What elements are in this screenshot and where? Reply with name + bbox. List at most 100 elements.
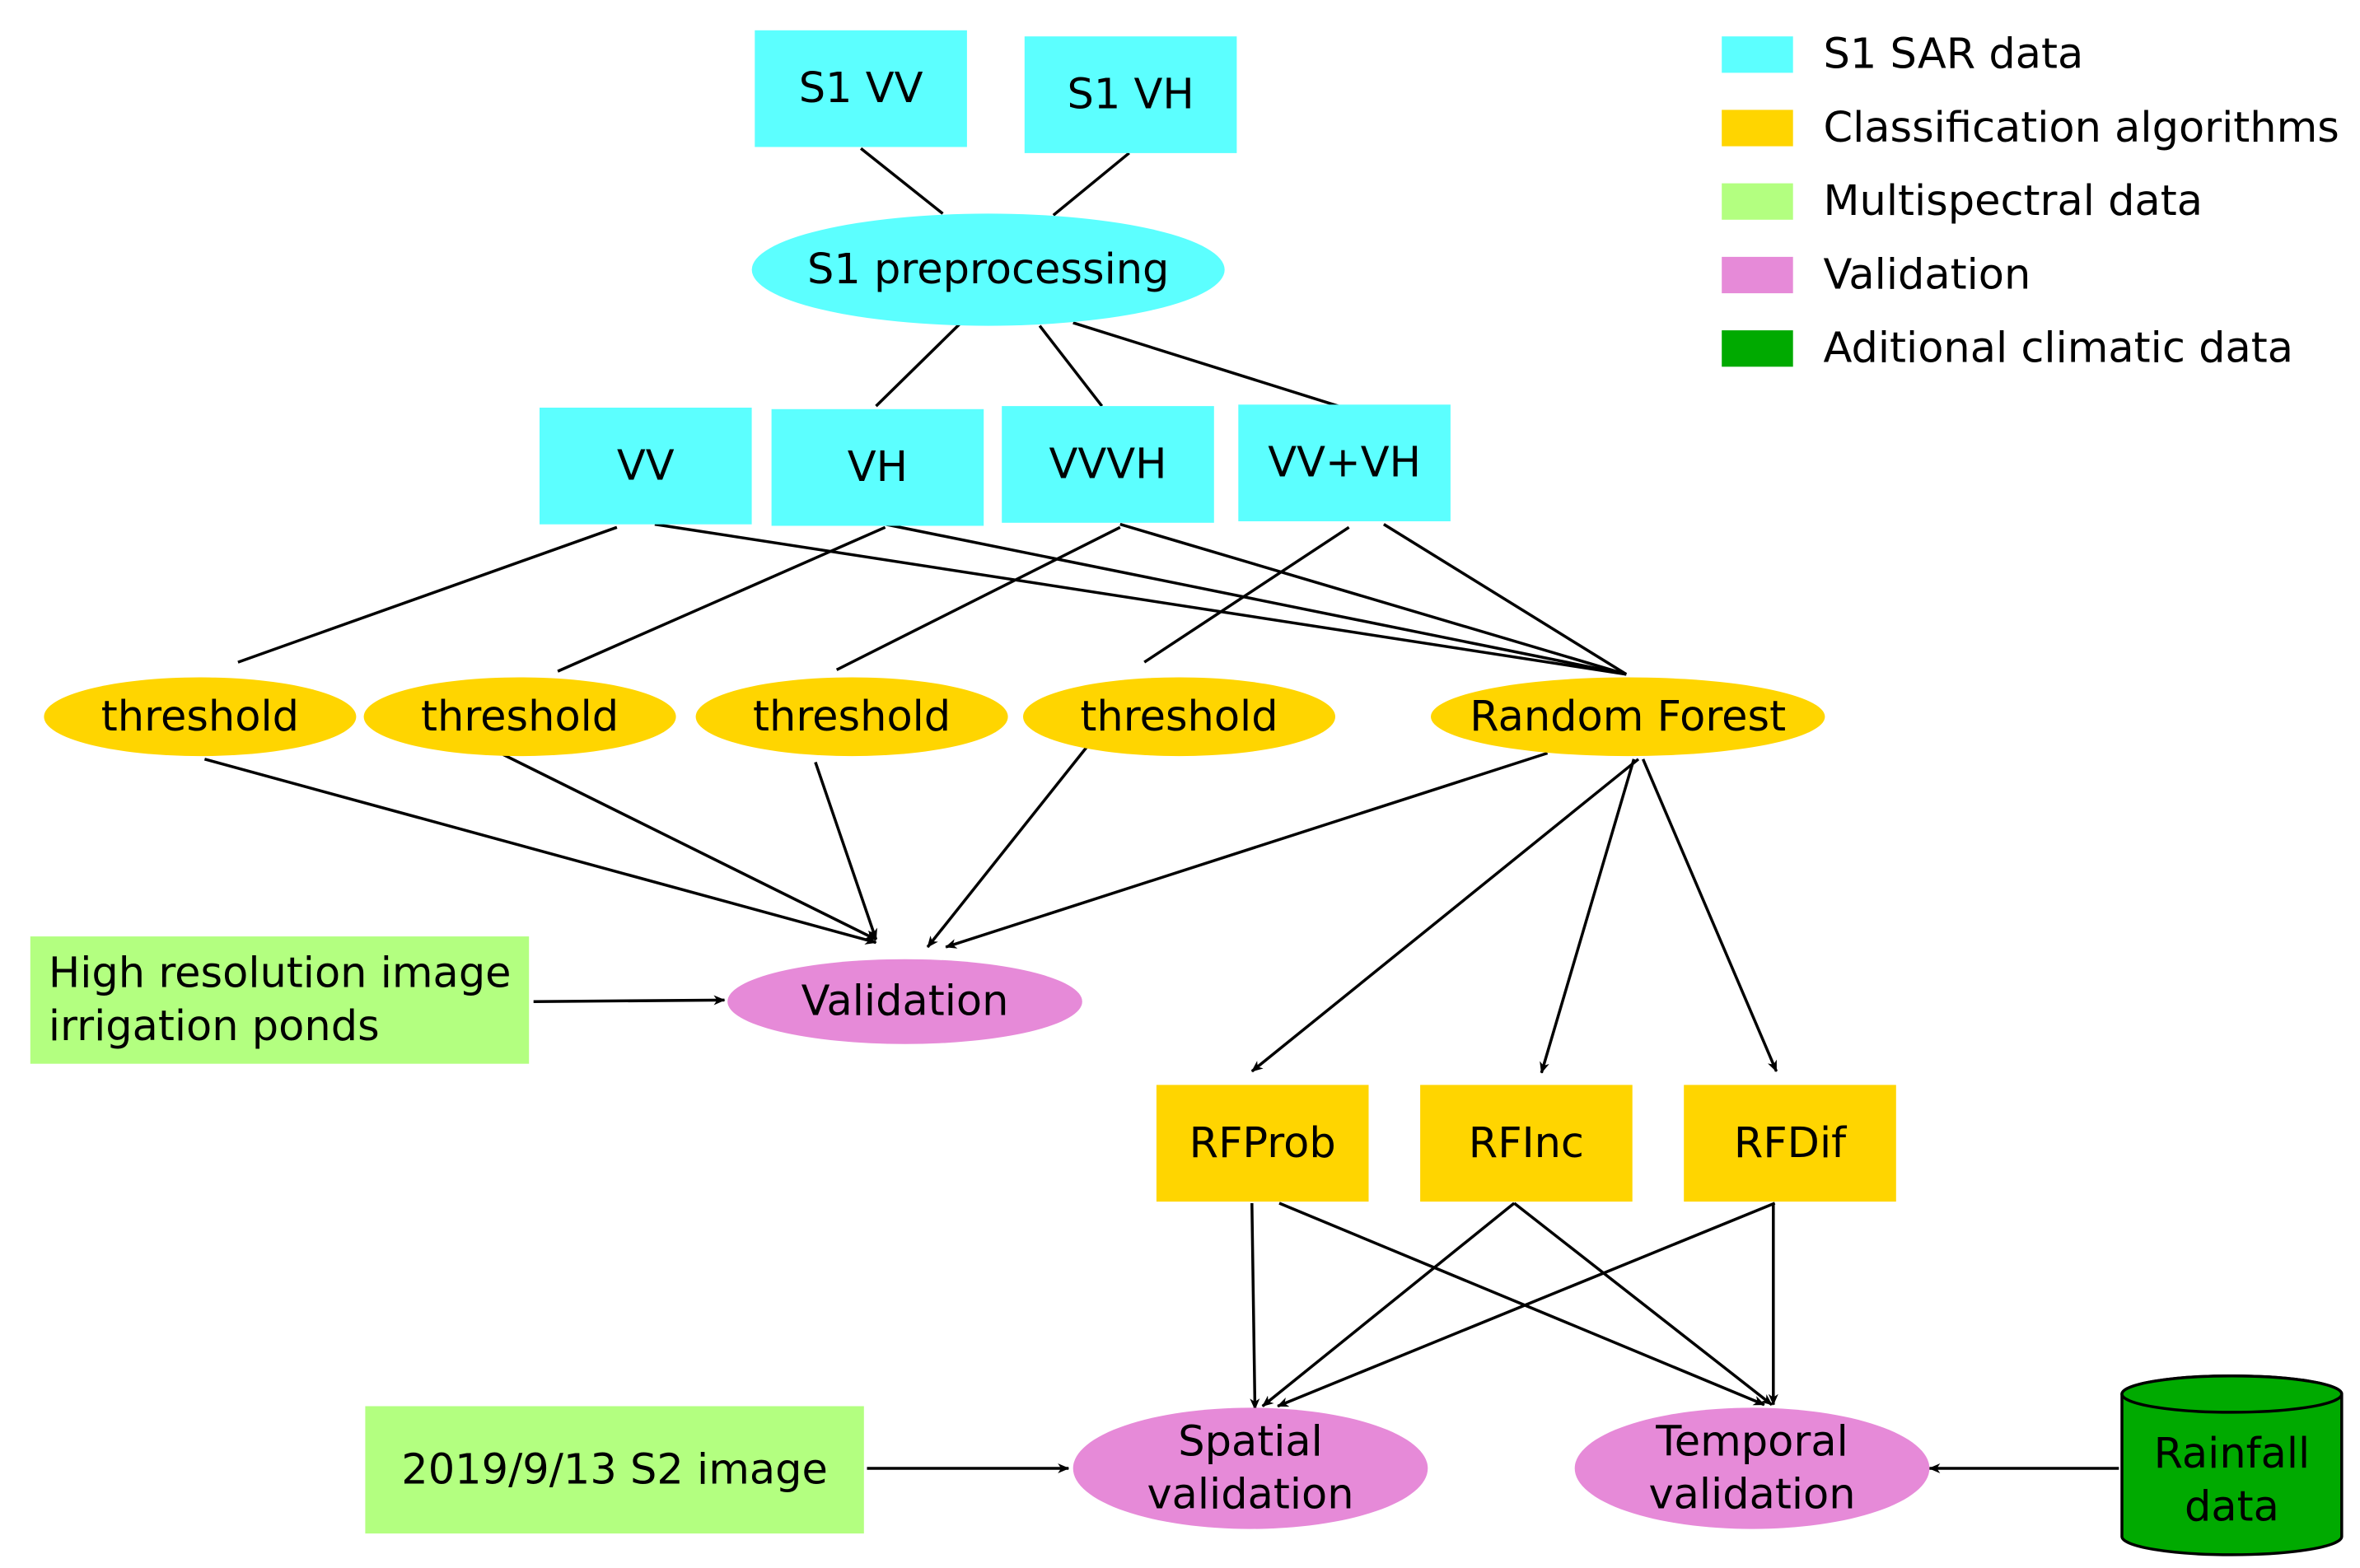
legend-item: S1 SAR data — [1722, 30, 2083, 79]
vh-box — [771, 408, 984, 526]
legend-item: Classification algorithms — [1722, 104, 2339, 152]
rfprob-label: RFProb — [1189, 1119, 1336, 1168]
vh-label: VH — [848, 443, 908, 492]
validation-label: Validation — [801, 978, 1009, 1026]
spatial-label-line-1: Spatial — [1178, 1417, 1323, 1466]
rfinc-label: RFInc — [1469, 1119, 1584, 1168]
edge-rfdif-to-spatial — [1277, 1202, 1776, 1408]
legend-item: Validation — [1722, 251, 2031, 300]
rfdif-node: RFDif — [1684, 1085, 1896, 1202]
spatial-label-line-2: validation — [1147, 1471, 1353, 1519]
rainfall-label-line-1: Rainfall — [2154, 1430, 2311, 1478]
edge-s1pre-to-vvvh — [1038, 324, 1104, 408]
legend-swatch — [1722, 36, 1793, 73]
legend-swatch — [1722, 183, 1793, 220]
s1pre-label: S1 preprocessing — [807, 245, 1169, 294]
edge-rf-to-validation — [945, 751, 1549, 949]
thr1-ellipse — [44, 677, 357, 757]
thr4-label: threshold — [1080, 693, 1278, 741]
vvplusvh-node: VV+VH — [1238, 404, 1451, 521]
legend-swatch — [1722, 110, 1793, 147]
edge-rfprob-to-temporal — [1278, 1202, 1765, 1407]
edge-s1vh-to-s1pre — [1052, 152, 1130, 217]
thr2-node: threshold — [363, 677, 676, 757]
thr2-label: threshold — [421, 693, 619, 741]
s1vv-node: S1 VV — [755, 30, 967, 147]
s1vh-box — [1024, 36, 1237, 153]
rainfall-cylinder-cap — [2120, 1374, 2344, 1414]
legend-label: Classification algorithms — [1824, 104, 2339, 152]
edge-rf-to-rfprob — [1250, 758, 1640, 1073]
s1vh-node: S1 VH — [1024, 36, 1237, 153]
vv-box — [540, 408, 752, 525]
rfprob-node: RFProb — [1156, 1085, 1369, 1202]
s1pre-node: S1 preprocessing — [751, 213, 1225, 326]
legend-label: Validation — [1824, 251, 2031, 300]
spatial-ellipse — [1073, 1407, 1428, 1529]
rf-ellipse — [1431, 677, 1825, 757]
thr2-ellipse — [363, 677, 676, 757]
edge-s1pre-to-vv — [875, 323, 960, 408]
temporal-ellipse — [1574, 1407, 1930, 1529]
edge-vh-to-rf — [885, 522, 1627, 676]
vvvh-node: VVVH — [1002, 406, 1214, 523]
vvvh-label: VVVH — [1049, 441, 1166, 489]
edge-vvvh-to-thr3 — [835, 525, 1121, 671]
s2img-label: 2019/9/13 S2 image — [401, 1445, 828, 1494]
vvplusvh-box — [1238, 404, 1451, 521]
edge-thr2-to-validation — [502, 753, 877, 941]
s2img-box — [365, 1406, 864, 1534]
edge-vvvh-to-rf — [1119, 522, 1627, 676]
vvplusvh-label: VV+VH — [1268, 439, 1421, 488]
s1pre-ellipse — [751, 213, 1225, 326]
rfinc-box — [1420, 1085, 1633, 1202]
edge-vvplusvh-to-thr4 — [1143, 525, 1350, 664]
edge-rfinc-to-temporal — [1513, 1202, 1774, 1407]
rfdif-box — [1684, 1085, 1896, 1202]
legend-label: S1 SAR data — [1824, 30, 2084, 79]
edge-thr1-to-validation — [203, 758, 877, 945]
edge-rfprob-to-spatial — [1250, 1202, 1260, 1411]
edge-vv-to-thr1 — [237, 525, 618, 664]
rf-label: Random Forest — [1470, 693, 1786, 741]
temporal-label-line-2: validation — [1648, 1471, 1855, 1519]
edge-rfinc-to-spatial — [1261, 1202, 1516, 1407]
s1vh-label: S1 VH — [1067, 71, 1194, 119]
spatial-node: Spatial validation — [1073, 1407, 1428, 1529]
legend-label: Aditional climatic data — [1824, 324, 2293, 373]
thr1-node: threshold — [44, 677, 357, 757]
edge-thr3-to-validation — [814, 761, 878, 940]
legend-label: Multispectral data — [1824, 177, 2203, 226]
rfinc-node: RFInc — [1420, 1085, 1633, 1202]
thr3-ellipse — [695, 677, 1008, 757]
validation-ellipse — [727, 959, 1082, 1044]
vh-node: VH — [771, 408, 984, 526]
edge-layer — [203, 147, 2119, 1473]
edge-vv-to-rf — [654, 522, 1627, 676]
thr4-node: threshold — [1023, 677, 1335, 757]
edge-vh-to-thr2 — [557, 525, 886, 673]
rfprob-box — [1156, 1085, 1369, 1202]
legend-item: Multispectral data — [1722, 177, 2203, 226]
edge-thr4-to-validation — [926, 746, 1088, 949]
s2img-node: 2019/9/13 S2 image — [365, 1406, 864, 1534]
s1vv-box — [755, 30, 967, 147]
edge-s1vv-to-s1pre — [860, 147, 944, 215]
edge-s1pre-to-vvplusvh — [1073, 321, 1339, 408]
validation-node: Validation — [727, 959, 1082, 1044]
rfdif-label: RFDif — [1734, 1119, 1847, 1168]
vv-label: VV — [617, 441, 675, 490]
edge-rf-to-rfinc — [1540, 758, 1636, 1074]
thr1-label: threshold — [101, 693, 299, 741]
legend-swatch — [1722, 330, 1793, 367]
s1vv-label: S1 VV — [799, 64, 923, 113]
edge-rf-to-rfdif — [1641, 758, 1778, 1072]
vvvh-box — [1002, 406, 1214, 523]
thr4-ellipse — [1023, 677, 1335, 757]
rf-node: Random Forest — [1431, 677, 1825, 757]
